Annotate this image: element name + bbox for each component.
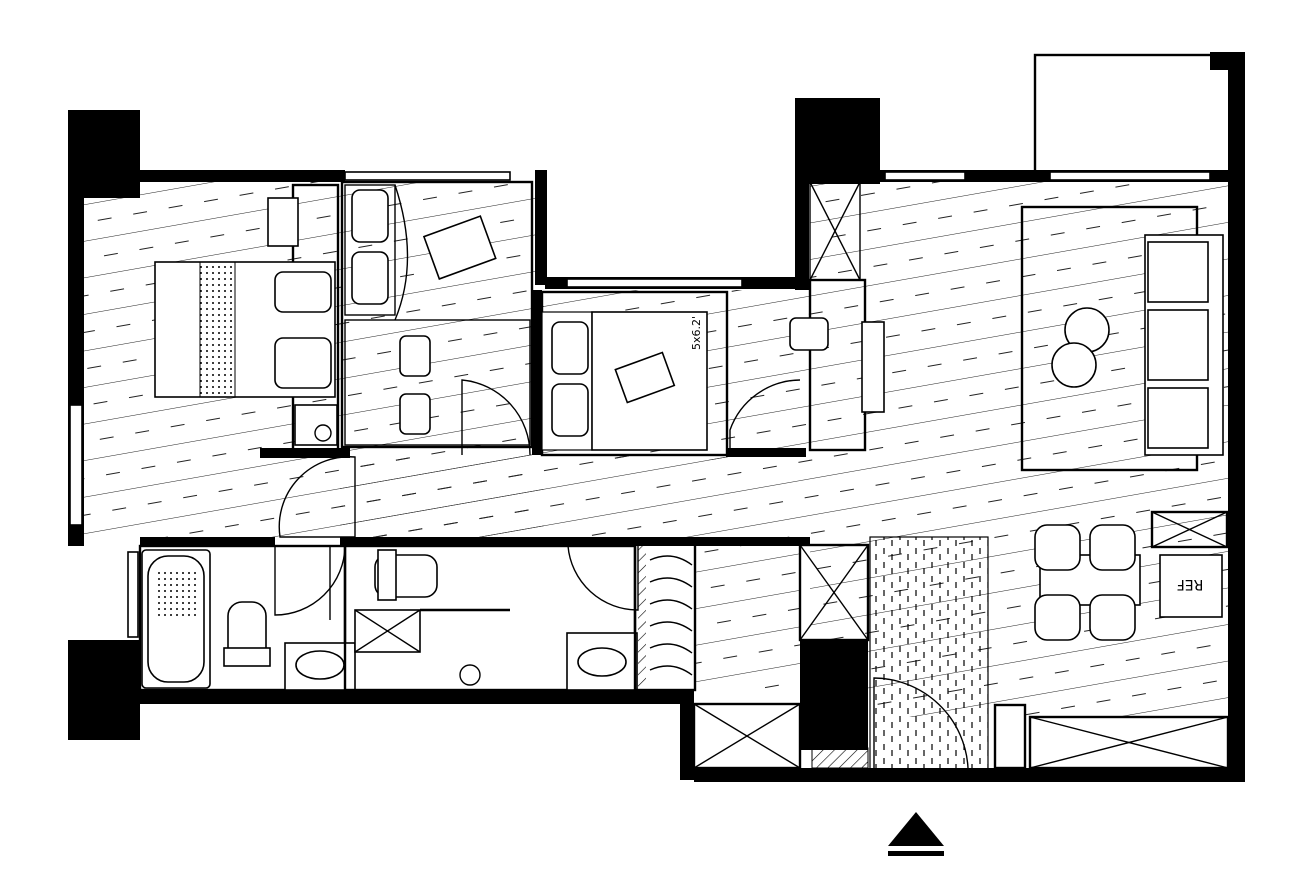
pillow-icon (274, 271, 332, 389)
sink-icon (284, 642, 356, 691)
pillow-icon (351, 189, 389, 305)
sofa-icon (1144, 234, 1224, 456)
toilet-icon (374, 549, 438, 601)
desk-area (789, 181, 885, 452)
bed-size-label: 5x6.2' (690, 316, 703, 350)
refrigerator-label: REF (1177, 576, 1204, 592)
master-bedroom (154, 183, 340, 452)
bathroom-guest (343, 544, 639, 692)
study-room (340, 180, 534, 456)
sink-icon (566, 632, 638, 691)
pillow-icon (551, 321, 589, 437)
coffee-table-icon (1051, 307, 1110, 388)
dining-table-icon (1034, 524, 1141, 641)
bathtub-icon (141, 549, 211, 689)
kitchen: REF (1028, 510, 1230, 770)
chair-icon (399, 335, 431, 435)
entry-tile-floor (869, 536, 989, 770)
walls (68, 52, 1245, 782)
wardrobe (633, 538, 697, 692)
bed-blanket (199, 261, 236, 398)
living-room (1020, 205, 1224, 472)
toilet-icon (223, 601, 271, 667)
bedroom-door (278, 456, 356, 538)
chair-icon (789, 317, 885, 413)
bathroom-master (138, 544, 356, 692)
closets (692, 543, 1027, 770)
guest-bedroom: 5x6.2' (540, 290, 801, 457)
balcony (1033, 53, 1232, 175)
windows (69, 171, 1211, 638)
north-arrow-icon (888, 812, 944, 856)
